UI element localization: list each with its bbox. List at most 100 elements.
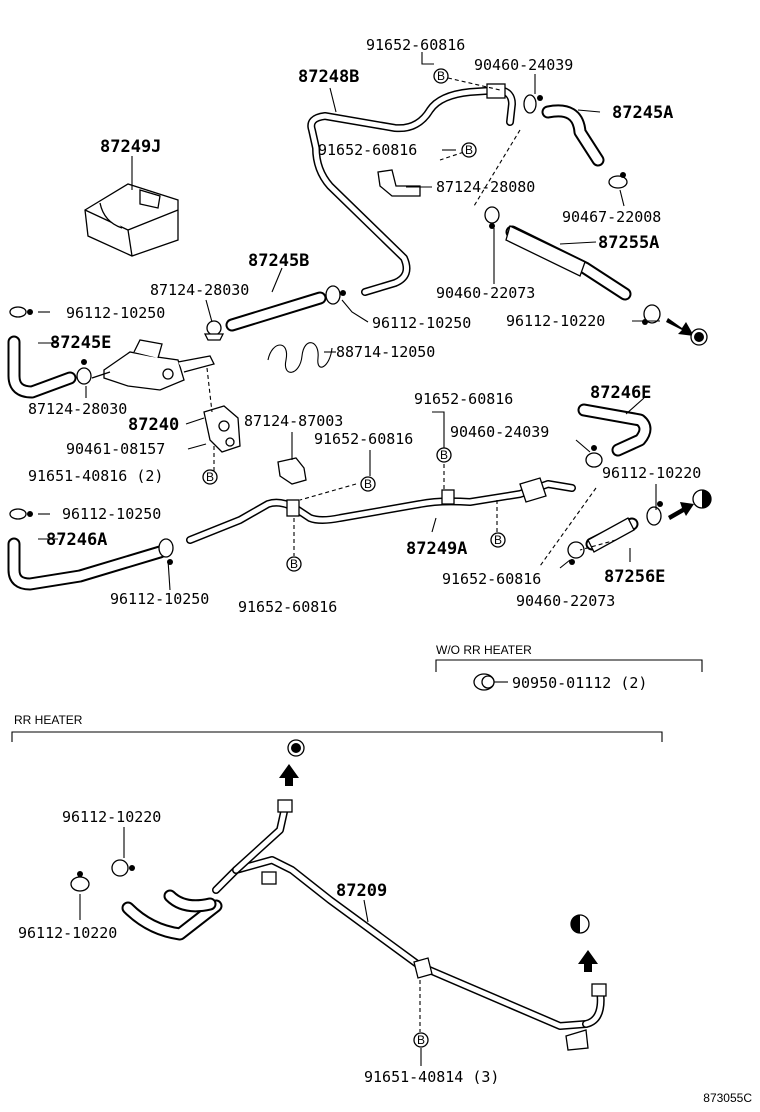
label-91652-60816: 91652-60816: [318, 141, 417, 159]
label-87249j: 87249J: [100, 137, 161, 157]
label-90467-22008: 90467-22008: [562, 208, 661, 226]
leader-lines: [38, 52, 660, 683]
hose-clamp-90460-22073-b: [567, 541, 585, 565]
label-87245a: 87245A: [612, 103, 673, 123]
svg-text:B: B: [440, 448, 448, 462]
flow-arrow-b: [668, 489, 712, 520]
label-96112-10220: 96112-10220: [602, 464, 701, 482]
label-87209: 87209: [336, 881, 387, 901]
bolt-marker-icon: B: [433, 68, 449, 84]
svg-text:B: B: [437, 69, 445, 83]
hose-clamp-90460-24039-b: [585, 445, 603, 468]
reference-lines: [206, 77, 617, 567]
label-87256e: 87256E: [604, 567, 665, 587]
svg-text:B: B: [465, 143, 473, 157]
label-96112-10220: 96112-10220: [62, 808, 161, 826]
label-87124-28030: 87124-28030: [150, 281, 249, 299]
label-96112-10250: 96112-10250: [110, 590, 209, 608]
protector-spring-88714-12050: [267, 342, 333, 373]
svg-text:B: B: [206, 470, 214, 484]
pipe-87209: [121, 799, 607, 1051]
pipe-87249a: [186, 477, 576, 544]
hose-87255a: [505, 225, 632, 301]
label-91652-60816: 91652-60816: [314, 430, 413, 448]
label-87246e: 87246E: [590, 383, 651, 403]
label-87255a: 87255A: [598, 233, 659, 253]
section-wo-rr-heater: W/O RR HEATER: [435, 643, 703, 691]
bolt-marker-icon: B: [202, 469, 218, 485]
hose-clamp-96112-10250-c: [9, 508, 33, 520]
label-91651-40816: 91651-40816 (2): [28, 467, 163, 485]
flow-arrow-d: [570, 914, 598, 972]
label-87248b: 87248B: [298, 67, 359, 87]
hose-clamp-96112-10250-d: [158, 538, 174, 565]
label-96112-10250: 96112-10250: [66, 304, 165, 322]
label-87245b: 87245B: [248, 251, 309, 271]
label-87240: 87240: [128, 415, 179, 435]
section-label-wo-rr-heater: W/O RR HEATER: [436, 643, 532, 657]
hose-87246e: [577, 403, 652, 457]
label-88714-12050: 88714-12050: [336, 343, 435, 361]
hose-clamp-96112-10220-b: [646, 501, 663, 526]
bolt-marker-icon: B: [436, 447, 452, 463]
plug-90950-01112: [473, 673, 495, 691]
bolt-marker-icon: B: [461, 142, 477, 158]
label-87124-28030: 87124-28030: [28, 400, 127, 418]
hose-87245a: [541, 104, 605, 167]
hose-clamp-90467-22008: [608, 172, 628, 189]
label-91652-60816: 91652-60816: [414, 390, 513, 408]
hose-87245b: [225, 291, 327, 332]
label-90460-24039: 90460-24039: [474, 56, 573, 74]
label-96112-10220: 96112-10220: [506, 312, 605, 330]
water-valve-87240: [91, 339, 215, 391]
label-90460-22073: 90460-22073: [436, 284, 535, 302]
section-label-rr-heater: RR HEATER: [14, 713, 83, 727]
bracket-90461-08157: [203, 405, 241, 453]
pipe-clamp-87124-28080: [377, 169, 421, 197]
part-labels: 91652-60816 90460-24039 87248B 87245A 87…: [18, 36, 701, 1086]
hose-87256e: [585, 517, 639, 553]
svg-text:B: B: [364, 477, 372, 491]
bracket-clip: [486, 83, 506, 99]
clip-87124-28030-a: [203, 320, 225, 341]
label-91652-60816: 91652-60816: [366, 36, 465, 54]
svg-text:B: B: [290, 557, 298, 571]
label-96112-10220: 96112-10220: [18, 924, 117, 942]
hose-clamp-96112-10220-a: [642, 304, 661, 325]
hose-clamp-96112-10220-c: [111, 859, 135, 877]
svg-text:B: B: [417, 1033, 425, 1047]
hose-clamp-96112-10220-d: [70, 871, 90, 892]
bolt-markers: B B B B B B B B: [202, 68, 506, 1048]
flow-arrow-a: [666, 318, 708, 346]
label-87245e: 87245E: [50, 333, 111, 353]
label-91651-40814: 91651-40814 (3): [364, 1068, 499, 1086]
label-90461-08157: 90461-08157: [66, 440, 165, 458]
label-96112-10250: 96112-10250: [62, 505, 161, 523]
hose-clamp-90460-24039: [523, 94, 543, 114]
hose-87245e: [7, 335, 77, 399]
section-rr-heater: RR HEATER: [11, 713, 663, 1066]
label-91652-60816: 91652-60816: [442, 570, 541, 588]
hose-clamp-90460-22073-a: [484, 206, 500, 229]
label-87249a: 87249A: [406, 539, 467, 559]
clip-87124-28030-b: [76, 359, 92, 385]
bolt-marker-icon: B: [360, 476, 376, 492]
label-90460-24039: 90460-24039: [450, 423, 549, 441]
bolt-marker-icon: B: [490, 532, 506, 548]
svg-text:B: B: [494, 533, 502, 547]
flow-arrow-c: [279, 739, 305, 786]
label-87124-87003: 87124-87003: [244, 412, 343, 430]
hose-87246a: [7, 537, 167, 591]
label-90950-01112: 90950-01112 (2): [512, 674, 647, 692]
bracket-87249j: [84, 183, 179, 257]
figure-id: 873055C: [703, 1091, 752, 1105]
bolt-marker-icon: B: [413, 1032, 429, 1048]
label-87246a: 87246A: [46, 530, 107, 550]
label-96112-10250: 96112-10250: [372, 314, 471, 332]
bolt-marker-icon: B: [286, 556, 302, 572]
hose-clamp-96112-10250-b: [325, 285, 346, 305]
pipe-clamp-on-87249a-2: [441, 489, 455, 505]
label-91652-60816: 91652-60816: [238, 598, 337, 616]
label-87124-28080: 87124-28080: [436, 178, 535, 196]
